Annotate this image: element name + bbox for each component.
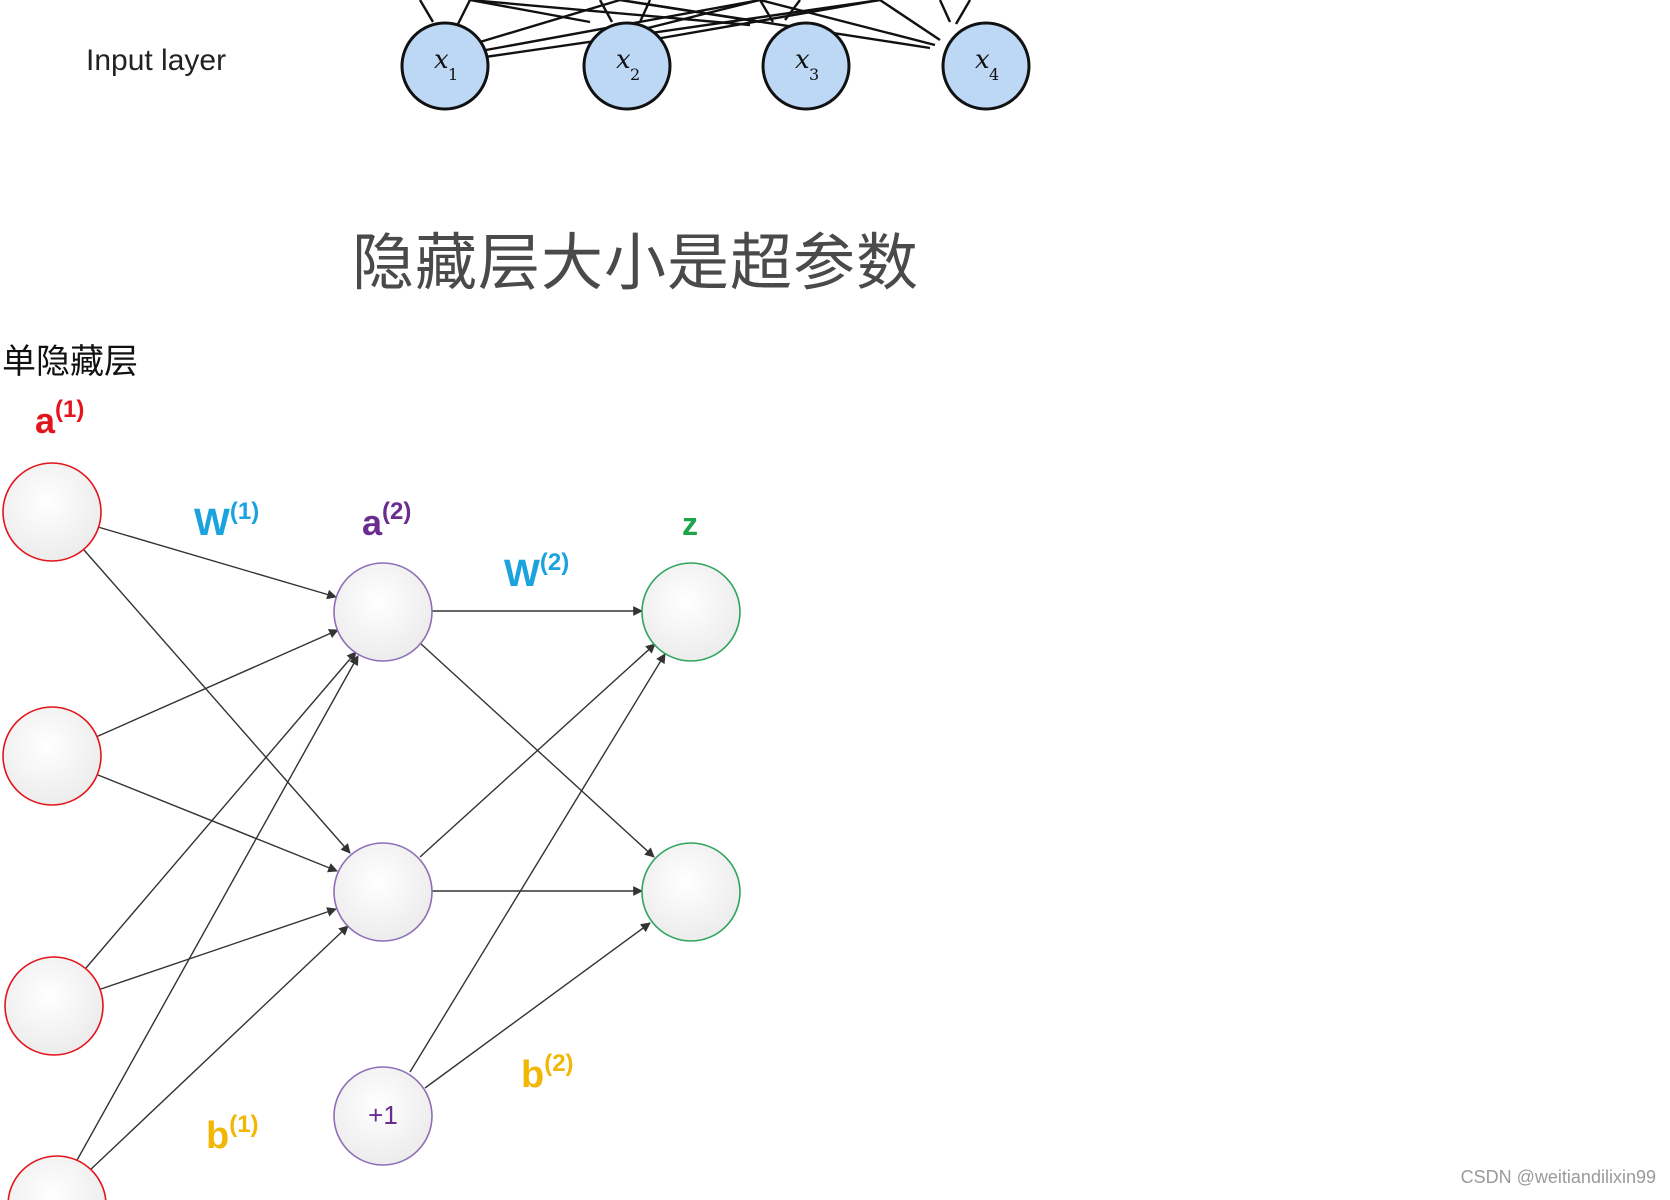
edge-h2-o1 [419,643,656,858]
network-hidden-nodes: +1 [333,562,433,1166]
x2-var: x [616,45,631,75]
input-node-2 [2,706,102,806]
input-node-1 [2,462,102,562]
x4-var: x [975,45,990,75]
hidden-node-2 [333,842,433,942]
output-node-2 [641,842,741,942]
network-output-nodes [641,562,741,942]
network-edges [75,526,666,1173]
label-w2: W(2) [504,549,569,595]
x3-sub: 3 [809,65,819,84]
top-edges [418,0,972,60]
label-a1: a(1) [35,396,84,441]
watermark: CSDN @weitiandilixin99 [1460,1167,1656,1187]
hidden-bias-node [333,1066,433,1166]
top-node-x1: x 1 [400,21,490,111]
label-b2: b(2) [521,1050,574,1096]
edge-i1-h1 [97,526,337,600]
top-node-x2: x 2 [582,21,672,111]
x4-sub: 4 [989,65,999,84]
top-node-x4: x 4 [941,21,1031,111]
edge-i2-h1 [95,629,339,738]
edge-b2-o2 [424,922,651,1089]
input-node-3 [4,956,104,1056]
input-bias-node [7,1155,107,1200]
x1-sub: 1 [448,65,458,84]
edge-i3-h2 [97,907,337,991]
edge-i2-h2 [97,774,338,873]
edge-i3-h1 [85,651,357,969]
edge-h1-o2 [419,642,655,858]
hidden-node-1 [333,562,433,662]
network-input-nodes [2,462,107,1200]
section-heading: 单隐藏层 [2,342,138,382]
label-w1: W(1) [194,498,259,544]
edge-b1-h1 [75,655,359,1163]
hidden-layer-size-caption: 隐藏层大小是超参数 [352,226,920,299]
output-node-1 [641,562,741,662]
edge-b1-h2 [87,925,349,1173]
edge-b2-o1 [409,653,666,1073]
top-node-x3: x 3 [761,21,851,111]
x3-var: x [795,45,810,75]
x2-sub: 2 [630,65,640,84]
label-a2: a(2) [362,498,411,543]
input-layer-label: Input layer [86,44,227,77]
label-b1: b(1) [206,1111,259,1157]
edge-i1-h2 [83,549,351,854]
x1-var: x [434,45,449,75]
label-z: z [682,506,698,542]
hidden-bias-text: +1 [368,1100,398,1130]
